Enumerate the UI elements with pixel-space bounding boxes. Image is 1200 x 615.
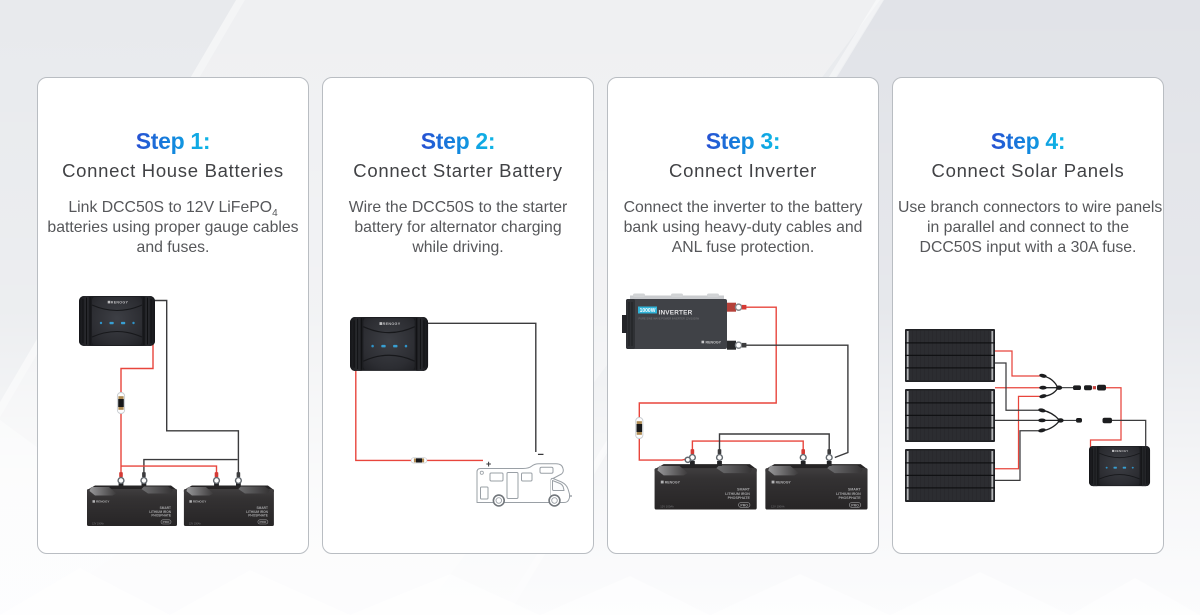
svg-text:+: + (486, 459, 491, 469)
svg-text:RENOGY: RENOGY (706, 340, 722, 344)
svg-text:1000W: 1000W (640, 308, 656, 314)
svg-text:PURE SINE WAVE POWER INVERTER: PURE SINE WAVE POWER INVERTER 12V/1000W (639, 317, 700, 321)
svg-text:INVERTER: INVERTER (659, 309, 693, 316)
svg-text:−: − (538, 449, 544, 461)
